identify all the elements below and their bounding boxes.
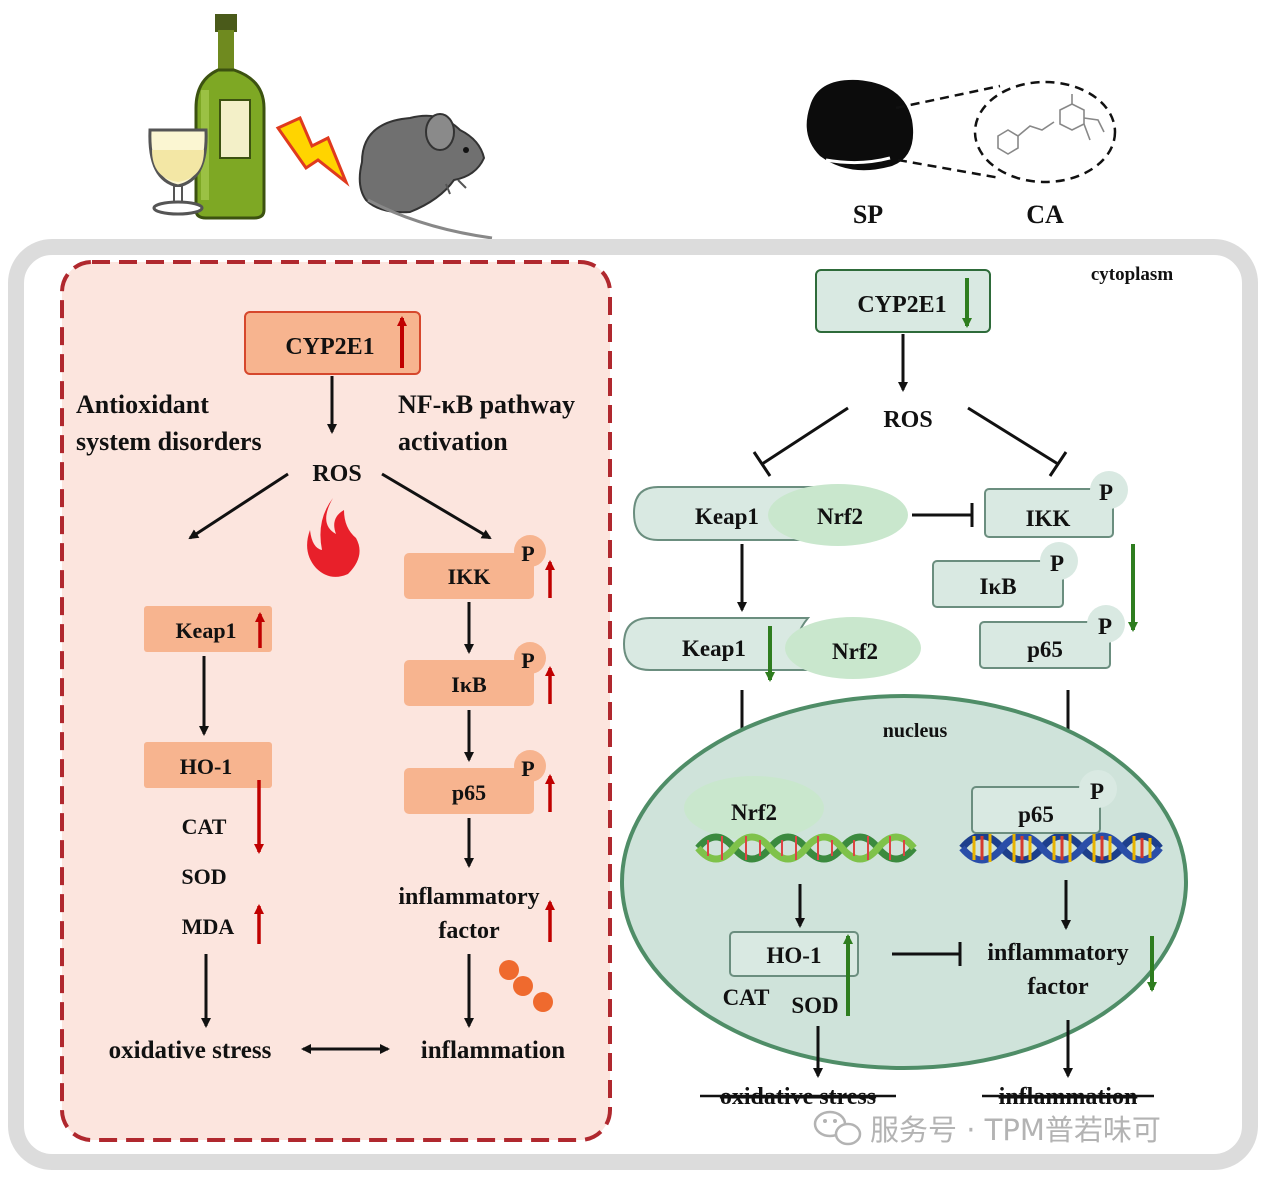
t-nrf2-top-shape [768,484,908,546]
cyp2e1-box [244,311,421,375]
ikk-box [404,553,534,599]
sod-label: SOD [181,864,226,889]
t-ikb-phospho-badge [1040,542,1078,580]
ros-to-keap1-arrow [188,472,289,540]
t-ho1-box [729,931,859,977]
p65-phospho-label: P [521,756,534,781]
alcohol-mouse-illustration [148,14,493,240]
t-ikk-phospho-label: P [1099,480,1113,505]
t-p65-nucleus-phospho-label: P [1090,779,1104,804]
t-keap1-mid-label: Keap1 [682,636,746,661]
mda-label: MDA [182,914,235,939]
dna-helix-right-icon [959,832,1163,864]
t-ros-inhibit-ikk [967,406,1059,466]
alcohol-panel-frame [60,260,612,1142]
t-p65-label: p65 [1027,637,1063,662]
ho1-label: HO-1 [180,754,233,779]
cytokine-dots-icon [499,960,553,1012]
t-cat-label: CAT [723,985,770,1010]
t-inflam-factor-label-line2: factor [1027,974,1089,1000]
ikb-box [404,660,534,706]
t-sod-label: SOD [791,993,838,1018]
t-ros-label: ROS [883,407,932,433]
watermark: 服务号 · TPM普若味可 [813,1110,1161,1147]
ikk-label: IKK [448,564,491,589]
ikb-phospho-label: P [521,648,534,673]
inflam-factor-label-line2: factor [438,918,500,944]
lightning-bolt-icon [275,116,350,187]
t-cyp2e1-label: CYP2E1 [857,292,946,318]
treatment-panel: CYP2E1 ROS Keap1 Nrf2 P IKK P IκB P p65 [620,269,1188,1110]
sp-label: SP [853,200,883,229]
t-nrf2-nucleus-label: Nrf2 [731,800,777,825]
t-p65-phospho-label: P [1098,614,1112,639]
t-ho1-label: HO-1 [767,943,822,968]
t-ikb-label: IκB [979,574,1016,599]
ca-label: CA [1026,200,1064,229]
wechat-icon [813,1110,862,1146]
ikb-label: IκB [451,672,487,697]
t-inflam-factor-label-line1: inflammatory [987,940,1128,966]
cyp2e1-label: CYP2E1 [285,334,374,360]
t-ikk-phospho-badge [1090,471,1128,509]
t-ikb-phospho-label: P [1050,551,1064,576]
p65-box [404,768,534,814]
t-nrf2-mid-label: Nrf2 [832,639,878,664]
cytoplasm-label: cytoplasm [1091,264,1174,285]
t-ros-inhibit-ikk-bar [1048,451,1068,477]
keap1-box [144,606,272,652]
t-p65-nucleus-box [971,786,1101,834]
flame-icon [307,498,360,577]
ho1-box [144,742,272,788]
keap1-label: Keap1 [175,618,236,643]
ikk-phospho-label: P [521,541,534,566]
t-p65-nucleus-phospho-badge [1079,770,1117,808]
t-nrf2-top-label: Nrf2 [817,504,863,529]
oxidative-stress-label: oxidative stress [109,1037,272,1064]
t-keap1-top-label: Keap1 [695,504,759,529]
t-p65-box [979,621,1111,669]
p65-phospho-badge [514,750,546,782]
inflam-factor-label-line1: inflammatory [398,884,539,910]
t-p65-nucleus-label: p65 [1018,802,1054,827]
ikk-phospho-badge [514,535,546,567]
ca-molecule-structure-icon [997,94,1105,155]
nucleus [620,694,1188,1070]
antioxidant-label-line2: system disorders [76,427,262,456]
t-ikk-box [984,488,1114,538]
dna-helix-left-icon [695,833,917,863]
sp-ca-illustration: SP CA [806,79,1117,229]
ikb-phospho-badge [514,642,546,674]
ros-label: ROS [312,461,361,487]
sp-seed-icon [806,79,914,171]
antioxidant-label-line1: Antioxidant [76,390,209,419]
t-nrf2-mid-shape [785,617,921,679]
t-p65-phospho-badge [1087,605,1125,643]
t-ros-inhibit-keap1 [761,406,849,466]
t-nrf2-nucleus-shape [684,776,824,840]
wine-glass-icon [148,128,208,216]
cat-label: CAT [182,814,227,839]
t-ikk-label: IKK [1026,506,1071,531]
alcohol-panel: CYP2E1 Antioxidant system disorders NF-κ… [60,260,612,1142]
nfkb-label-line2: activation [398,427,508,456]
mouse-icon [358,113,493,240]
t-ros-inhibit-keap1-bar [752,451,772,477]
ros-to-ikk-arrow [381,472,492,540]
t-cyp2e1-box [815,269,991,333]
nfkb-label-line1: NF-κB pathway [398,390,575,419]
t-ikb-box [932,560,1064,608]
p65-label: p65 [452,780,486,805]
ca-molecule-outline [973,80,1117,184]
wine-bottle-icon [194,14,266,220]
nucleus-label: nucleus [883,720,948,742]
inflammation-label: inflammation [421,1037,566,1064]
watermark-text: 服务号 · TPM普若味可 [870,1113,1161,1147]
